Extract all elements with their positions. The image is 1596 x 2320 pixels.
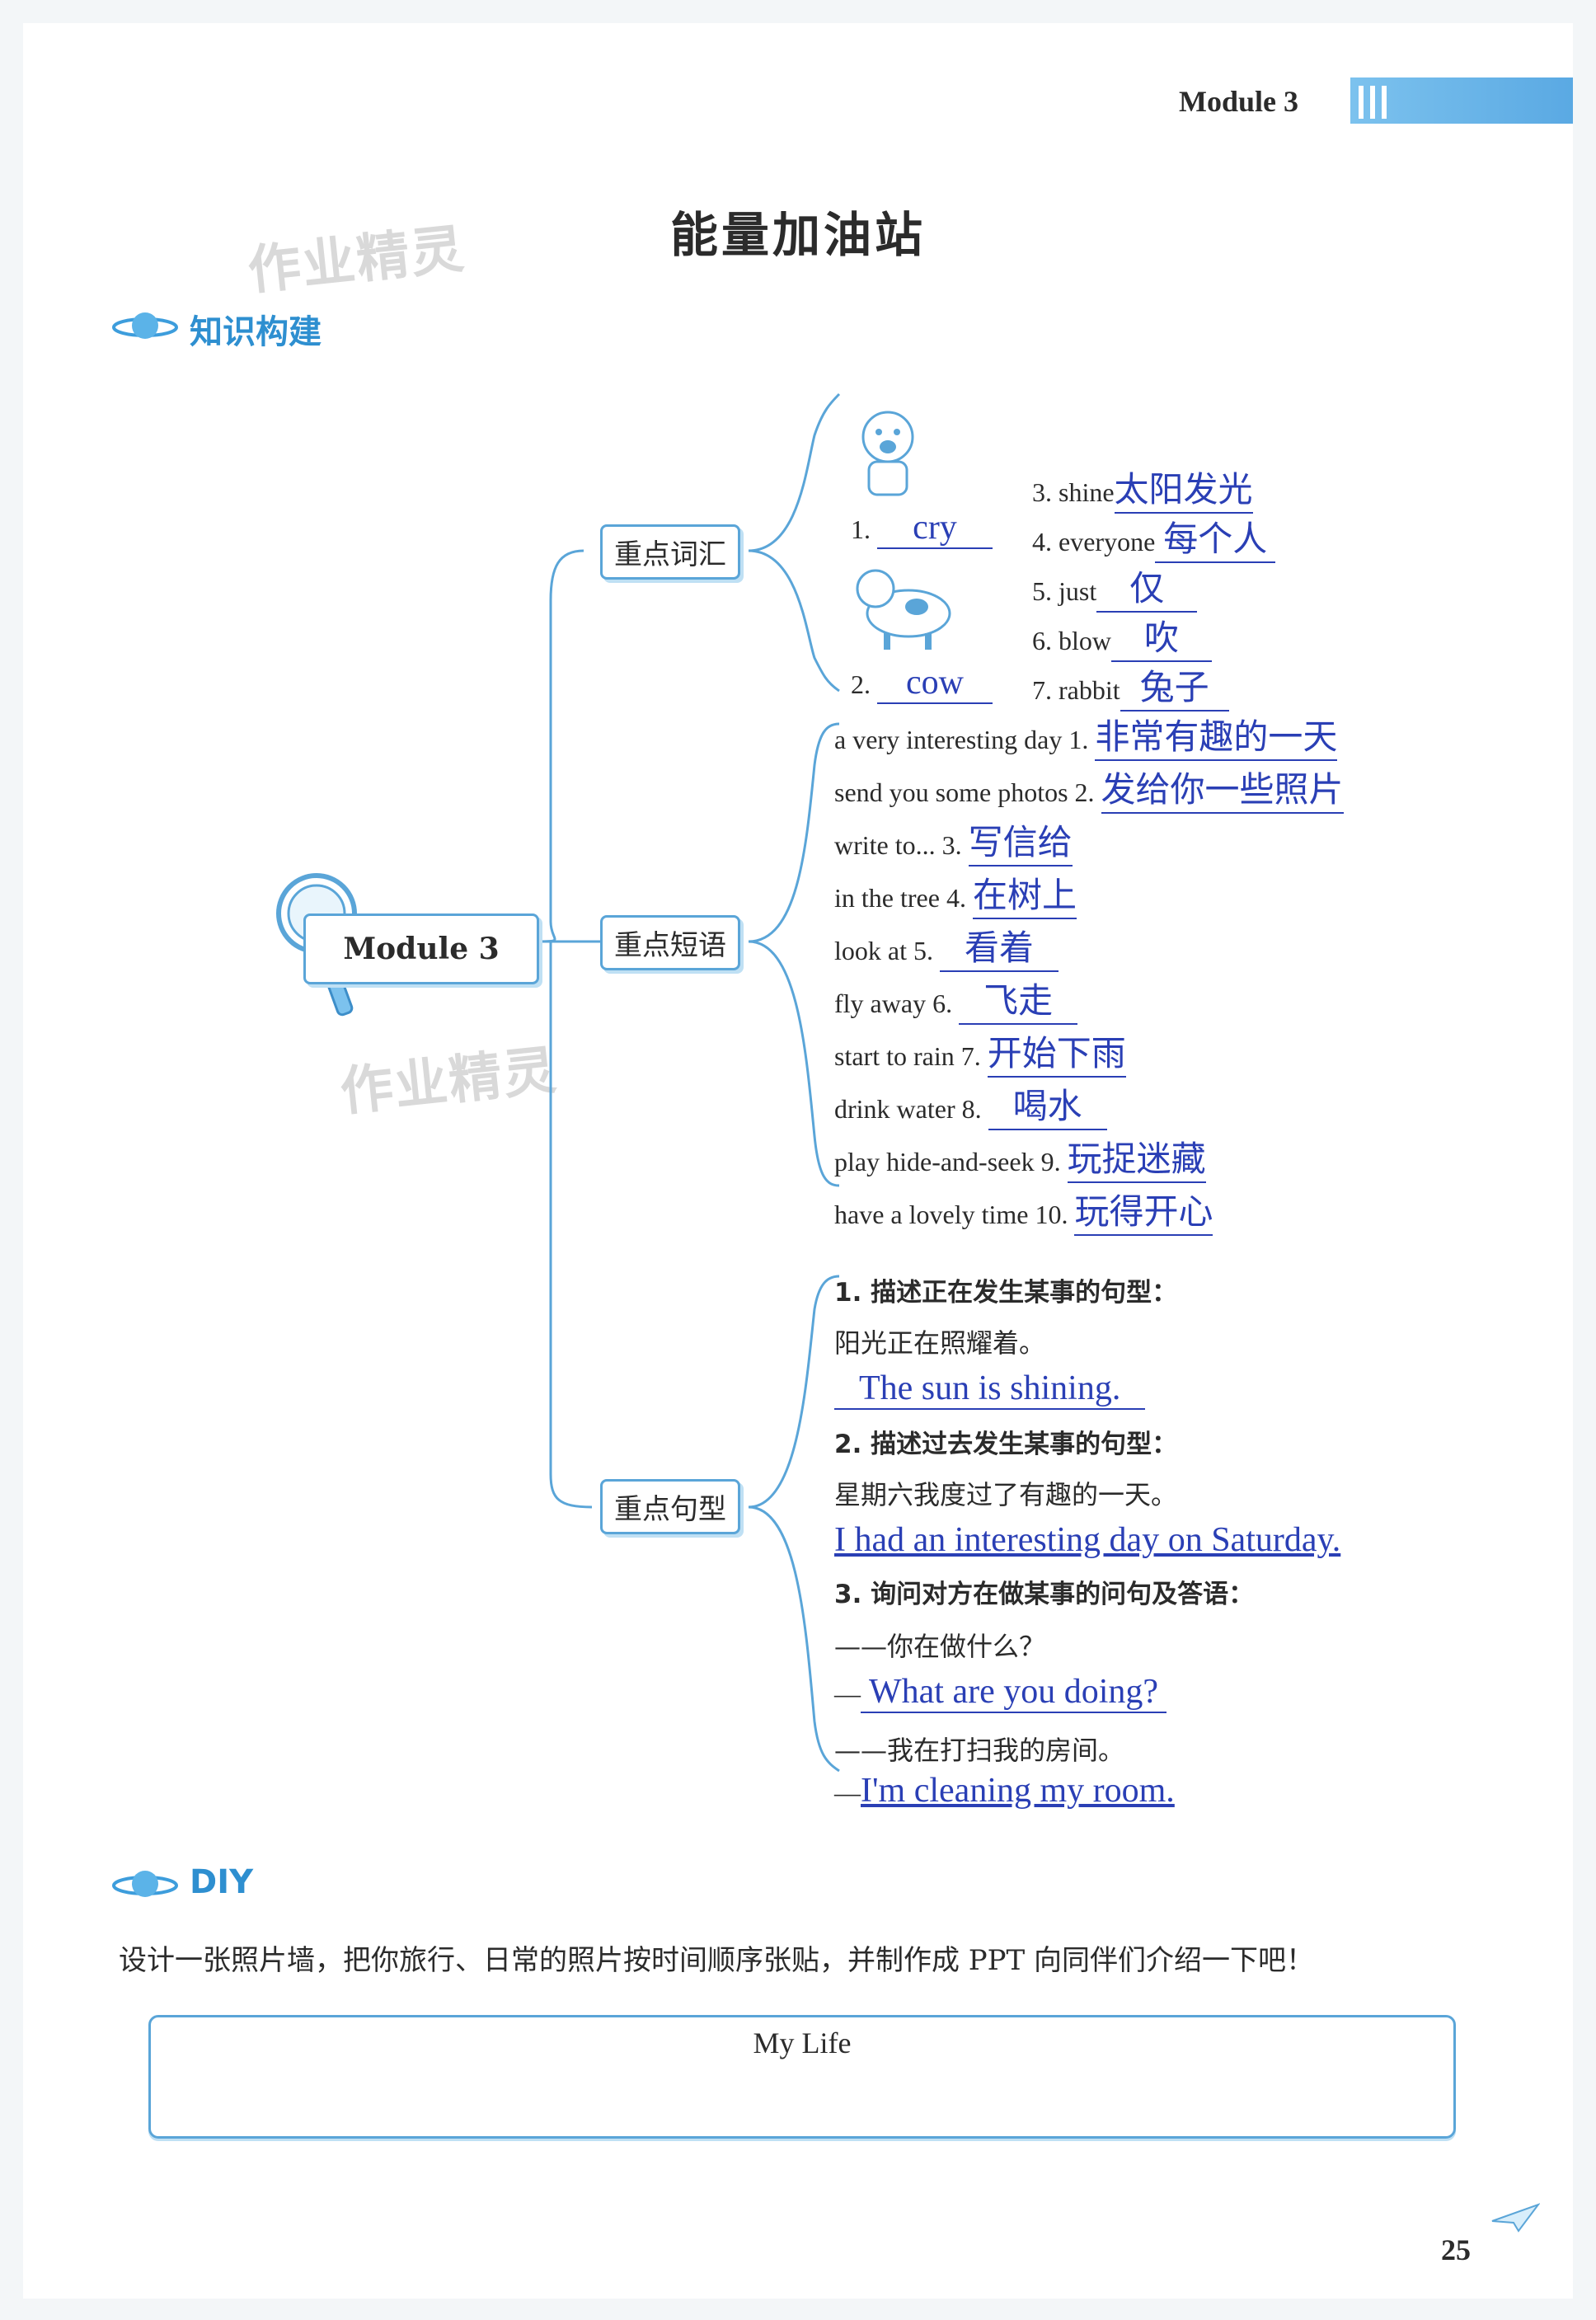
workbook-page: Module 3 能量加油站 作业精灵 作业精灵 知识构建 Module 3 重… <box>23 23 1573 2299</box>
phrase-row: look at 5. 看着 <box>834 920 1059 972</box>
sentence-answer-row: I had an interesting day on Saturday. <box>834 1520 1340 1560</box>
sentence-heading: 1. 描述正在发生某事的句型： <box>834 1271 1177 1308</box>
phrase-row: send you some photos 2. 发给你一些照片 <box>834 762 1344 814</box>
vocab-number: 1. <box>851 514 871 544</box>
sentence-heading: 3. 询问对方在做某事的问句及答语： <box>834 1573 1254 1610</box>
vocab-prompt: 5. just <box>1032 576 1096 606</box>
vocab-answer: 仅 <box>1096 561 1197 613</box>
crying-baby-icon <box>843 404 933 503</box>
phrase-answer: 玩捉迷藏 <box>1068 1131 1206 1183</box>
vocab-word-row: 3. shine太阳发光 <box>1032 462 1253 514</box>
sentence-heading: 2. 描述过去发生某事的句型： <box>834 1423 1177 1460</box>
vocab-picture-row: 2. cow <box>851 663 993 704</box>
phrase-row: write to... 3. 写信给 <box>834 815 1073 866</box>
phrase-prompt: look at 5. <box>834 936 933 965</box>
phrase-answer: 在树上 <box>973 867 1077 919</box>
phrase-row: in the tree 4. 在树上 <box>834 867 1077 919</box>
sentence-answer: What are you doing? <box>861 1672 1166 1713</box>
sentence-answer-row: —What are you doing? <box>834 1672 1166 1713</box>
phrase-row: drink water 8. 喝水 <box>834 1078 1107 1130</box>
sentence-answer-row: —I'm cleaning my room. <box>834 1771 1175 1810</box>
phrase-answer: 看着 <box>940 920 1059 972</box>
phrase-answer: 喝水 <box>988 1078 1107 1130</box>
vocab-number: 2. <box>851 669 871 699</box>
diy-box-title: My Life <box>151 2026 1453 2060</box>
vocab-picture-row: 1. cry <box>851 508 993 549</box>
sentence-answer: I'm cleaning my room. <box>861 1772 1175 1810</box>
diy-instruction: 设计一张照片墙，把你旅行、日常的照片按时间顺序张贴，并制作成 PPT 向同伴们介… <box>119 1937 1314 1978</box>
vocab-prompt: 6. blow <box>1032 626 1111 655</box>
branch-sentences: 重点句型 <box>600 1479 740 1534</box>
phrase-row: have a lovely time 10. 玩得开心 <box>834 1184 1213 1236</box>
dash: — <box>834 1778 861 1807</box>
vocab-prompt: 7. rabbit <box>1032 675 1120 705</box>
phrase-prompt: in the tree 4. <box>834 883 966 913</box>
branch-vocab: 重点词汇 <box>600 524 740 580</box>
phrase-prompt: have a lovely time 10. <box>834 1200 1068 1229</box>
vocab-answer: 兔子 <box>1120 660 1229 711</box>
phrase-answer: 发给你一些照片 <box>1101 762 1344 814</box>
paper-plane-icon <box>1490 2201 1540 2234</box>
branch-phrases: 重点短语 <box>600 915 740 970</box>
page-number: 25 <box>1441 2233 1471 2267</box>
phrase-prompt: play hide-and-seek 9. <box>834 1147 1061 1176</box>
sentence-chinese: ——我在打扫我的房间。 <box>834 1730 1124 1768</box>
sentence-chinese: 阳光正在照耀着。 <box>834 1322 1045 1360</box>
phrase-row: start to rain 7. 开始下雨 <box>834 1026 1126 1078</box>
section-diy-title: DIY <box>190 1863 253 1901</box>
phrase-prompt: a very interesting day 1. <box>834 725 1088 754</box>
phrase-prompt: drink water 8. <box>834 1094 982 1124</box>
dash: — <box>834 1679 861 1708</box>
phrase-row: play hide-and-seek 9. 玩捉迷藏 <box>834 1131 1206 1183</box>
vocab-answer: 每个人 <box>1155 511 1275 563</box>
cow-icon <box>843 556 966 655</box>
sentence-chinese: 星期六我度过了有趣的一天。 <box>834 1474 1177 1512</box>
vocab-prompt: 3. shine <box>1032 477 1115 507</box>
sentence-answer-row: The sun is shining. <box>834 1369 1145 1410</box>
vocab-answer: 吹 <box>1111 610 1212 662</box>
diy-answer-box: My Life <box>148 2015 1456 2139</box>
phrase-answer: 非常有趣的一天 <box>1095 709 1337 761</box>
sentence-chinese: ——你在做什么？ <box>834 1626 1045 1664</box>
phrase-answer: 玩得开心 <box>1074 1184 1213 1236</box>
sentence-answer: The sun is shining. <box>834 1369 1145 1410</box>
phrase-prompt: send you some photos 2. <box>834 777 1095 807</box>
center-node-module-3: Module 3 <box>303 913 539 984</box>
phrase-row: fly away 6. 飞走 <box>834 973 1077 1025</box>
vocab-prompt: 4. everyone <box>1032 527 1155 557</box>
phrase-answer: 飞走 <box>959 973 1077 1025</box>
planet-icon <box>112 1867 178 1904</box>
vocab-answer: 太阳发光 <box>1115 462 1253 514</box>
phrase-prompt: fly away 6. <box>834 989 952 1018</box>
vocab-answer: cry <box>877 508 993 549</box>
phrase-answer: 写信给 <box>969 815 1073 866</box>
sentence-answer: I had an interesting day on Saturday. <box>834 1521 1340 1559</box>
phrase-row: a very interesting day 1. 非常有趣的一天 <box>834 709 1337 761</box>
phrase-prompt: write to... 3. <box>834 830 962 860</box>
phrase-answer: 开始下雨 <box>988 1026 1126 1078</box>
vocab-answer: cow <box>877 663 993 704</box>
mind-map-lines <box>23 23 1573 1837</box>
phrase-prompt: start to rain 7. <box>834 1041 981 1071</box>
